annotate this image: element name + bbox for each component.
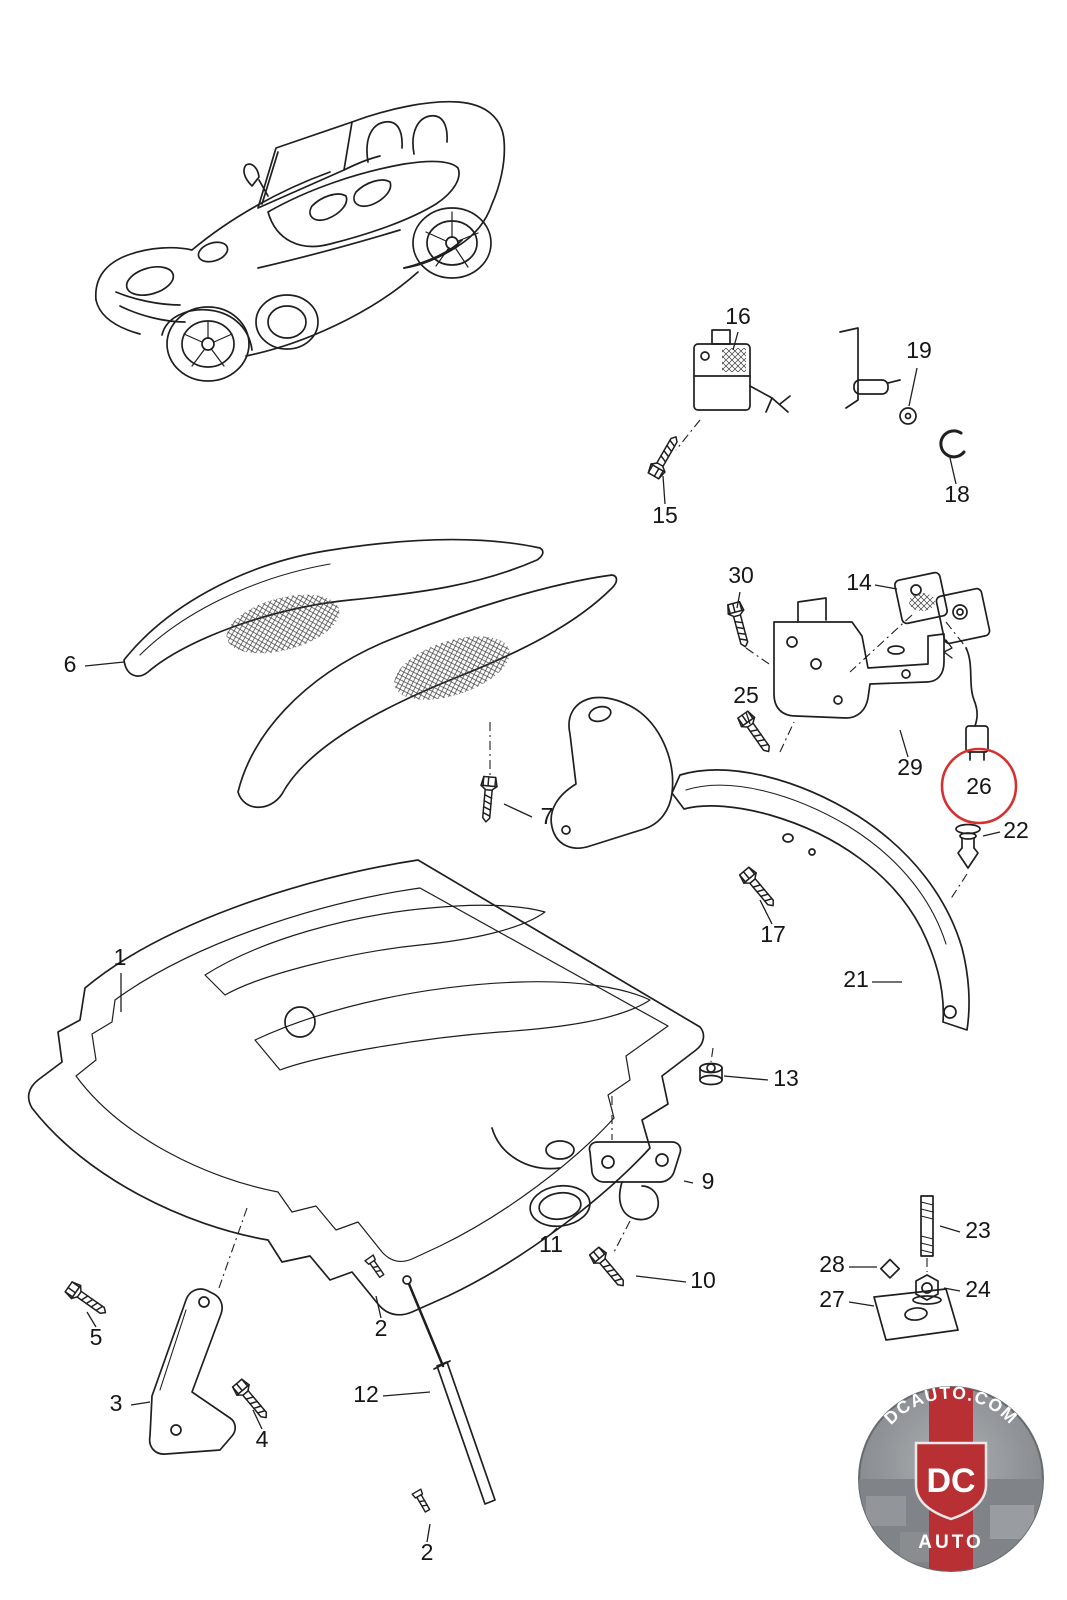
lid-lock-drawing [894,571,991,659]
cap-nut-drawing [699,1062,723,1086]
engine-lid-drawing [27,859,705,1316]
screw-17 [737,865,781,912]
callout-7: 7 [541,803,554,829]
callout-25: 25 [733,682,759,708]
callout-18: 18 [944,481,970,507]
callout-9: 9 [702,1168,715,1194]
callout-21: 21 [843,966,869,992]
hinge-pin-drawing [839,327,917,425]
callout-4: 4 [256,1426,269,1452]
screw-7 [477,775,499,824]
callout-15: 15 [652,502,678,528]
callout-26-highlighted: 26 [966,773,992,799]
callout-1: 1 [114,944,127,970]
callout-16: 16 [725,303,751,329]
latch-hook-drawing [588,1141,682,1221]
gas-strut-drawing [402,1275,496,1505]
cable-drawing [965,647,989,761]
callout-5: 5 [90,1324,103,1350]
plate-drawing [873,1288,959,1341]
callout-29: 29 [897,754,923,780]
assembly-dash-lines [218,419,969,1289]
bolt-5 [63,1279,111,1321]
callout-27: 27 [819,1286,845,1312]
highlight-circle-26 [940,747,1018,825]
callout-19: 19 [906,337,932,363]
hex-nut-drawing [912,1274,942,1305]
logo-monogram: DC [926,1462,975,1500]
callout-3: 3 [110,1390,123,1416]
car-illustration [94,100,506,382]
screw-25 [735,709,777,757]
push-rivet-drawing [955,823,981,869]
callout-6: 6 [64,651,77,677]
callout-10: 10 [690,1267,716,1293]
gasket-ring-drawing [529,1184,591,1228]
callout-leader-lines [84,331,1001,1543]
pin-2-upper [364,1254,387,1280]
lock-actuator-drawing [693,329,791,413]
water-channel-cover-drawing [550,696,970,1031]
retaining-clip-drawing [939,429,966,459]
square-nut-drawing [879,1258,901,1279]
logo-subtext: AUTO [918,1532,983,1553]
callout-12: 12 [353,1381,379,1407]
screw-15 [645,431,684,481]
hinge-bracket-drawing [148,1288,236,1455]
callout-13: 13 [773,1065,799,1091]
callout-14: 14 [846,569,872,595]
callout-2-lower: 2 [421,1539,434,1565]
callout-17: 17 [760,921,786,947]
screw-30 [725,600,754,650]
screw-10 [587,1245,631,1292]
hood-liner-drawing [123,538,618,809]
pin-2-lower [411,1488,433,1515]
callout-23: 23 [965,1217,991,1243]
callout-11: 11 [539,1231,563,1257]
callout-28: 28 [819,1251,845,1277]
bolt-4 [230,1377,274,1424]
callout-30: 30 [728,562,754,588]
stud-drawing [920,1195,934,1257]
logo-shield [914,1441,988,1521]
callout-2-upper: 2 [375,1315,388,1341]
callout-24: 24 [965,1276,991,1302]
dcauto-logo: DCAUTO.COM DC AUTO [858,1382,1044,1572]
lock-bracket-drawing [773,597,945,719]
callout-22: 22 [1003,817,1029,843]
